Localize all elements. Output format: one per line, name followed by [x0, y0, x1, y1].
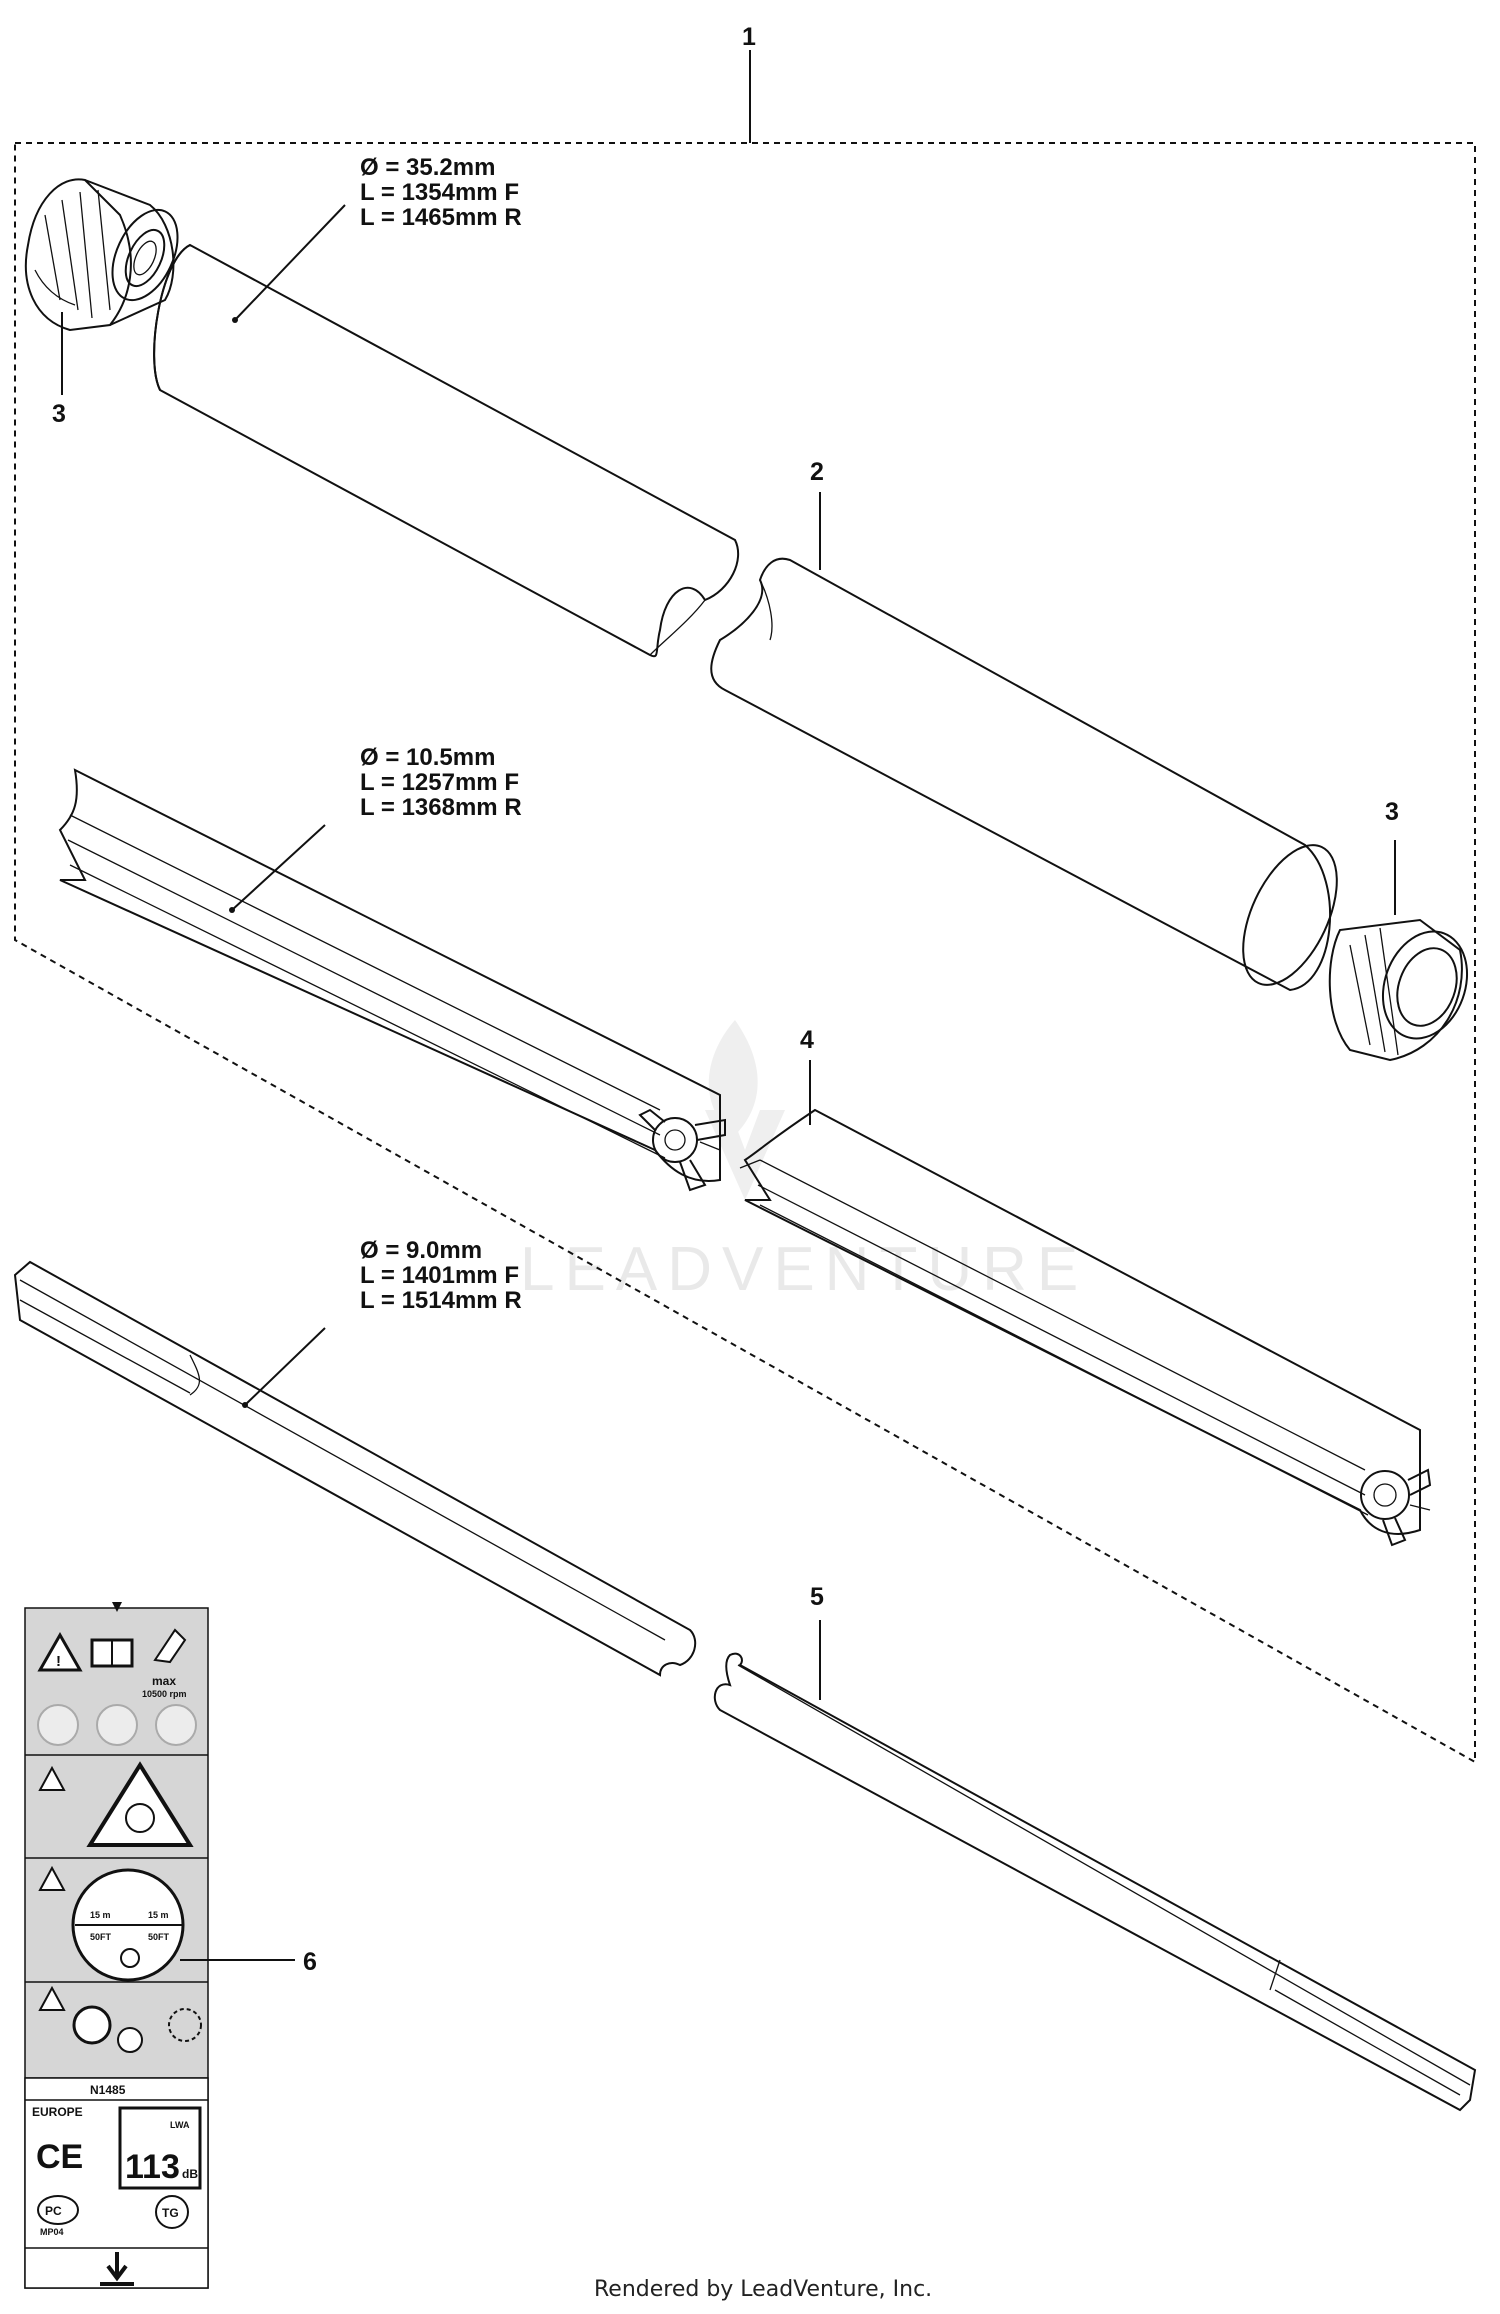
callout-3b: 3	[1385, 798, 1399, 826]
footer-credit: Rendered by LeadVenture, Inc.	[594, 2277, 932, 2302]
assembly-outline	[14, 142, 1476, 1764]
decal-rpm: 10500 rpm	[142, 1689, 187, 1699]
decal-50ft-a: 50FT	[90, 1932, 112, 1942]
leader-tube-spec	[234, 204, 346, 321]
decal-lwa: LWA	[170, 2120, 190, 2130]
no-bystanders-icon	[120, 1948, 140, 1968]
tube-length-f: L = 1354mm F	[360, 179, 519, 206]
boots-icon	[155, 1704, 197, 1746]
shaft-diameter: Ø = 9.0mm	[360, 1237, 482, 1264]
liner-diameter: Ø = 10.5mm	[360, 744, 495, 771]
watermark: LEADVENTURE	[520, 1020, 1088, 1304]
callout-1: 1	[742, 23, 756, 51]
liner-length-r: L = 1368mm R	[360, 794, 522, 821]
decal-sound-unit: dB	[182, 2167, 198, 2181]
tg-mark-icon	[155, 2195, 189, 2229]
part-3-nut-right	[1328, 918, 1469, 1062]
decal-15m-b: 15 m	[148, 1910, 169, 1920]
tube-diameter: Ø = 35.2mm	[360, 154, 495, 181]
pct-mark-icon	[37, 2195, 79, 2225]
trimmer-head-icon	[153, 1628, 187, 1664]
decal-tg: TG	[162, 2206, 179, 2220]
callout-2: 2	[810, 458, 824, 486]
tube-length-r: L = 1465mm R	[360, 204, 522, 231]
ce-mark: CE	[36, 2138, 83, 2176]
shaft-length-r: L = 1514mm R	[360, 1287, 522, 1314]
decal-15m-a: 15 m	[90, 1910, 111, 1920]
part-4-liner-right	[739, 1108, 1432, 1547]
decal-50ft-b: 50FT	[148, 1932, 170, 1942]
eye-protection-icon	[37, 1704, 79, 1746]
part-5-shaft-left	[13, 1260, 697, 1677]
down-arrow-icon	[100, 2252, 134, 2286]
leader-shaft-spec	[244, 1327, 326, 1406]
warning-triangle-icon	[37, 1631, 83, 1672]
decal-region: EUROPE	[32, 2105, 83, 2119]
callout-3a: 3	[52, 400, 66, 428]
callout-6: 6	[303, 1948, 317, 1976]
svg-text:!: !	[56, 1653, 61, 1670]
gloves-icon	[96, 1704, 138, 1746]
callout-4: 4	[800, 1026, 814, 1054]
part-3-nut-left	[24, 178, 179, 332]
part-5-shaft-right	[713, 1652, 1477, 2112]
part-4-liner-left	[58, 768, 726, 1192]
part-6-decal: ! max 10500 rpm 15 m 50FT 15 m 50FT N148…	[24, 1602, 209, 2289]
hot-surface-icon	[72, 2005, 112, 2045]
part-2-tube-left	[153, 243, 740, 658]
decal-pct: PC	[45, 2204, 62, 2218]
decal-pct-code: MP04	[40, 2227, 64, 2237]
decal-max: max	[152, 1674, 176, 1688]
decal-sound-level: 113	[125, 2148, 180, 2186]
sound-level-badge	[118, 2106, 202, 2190]
callout-5: 5	[810, 1583, 824, 1611]
part-2-tube-right	[710, 557, 1338, 992]
shaft-length-f: L = 1401mm F	[360, 1262, 519, 1289]
liner-length-f: L = 1257mm F	[360, 769, 519, 796]
leader-liner-spec	[231, 824, 326, 911]
decal-cert-code: N1485	[90, 2083, 126, 2097]
watermark-text: LEADVENTURE	[520, 1235, 1088, 1304]
